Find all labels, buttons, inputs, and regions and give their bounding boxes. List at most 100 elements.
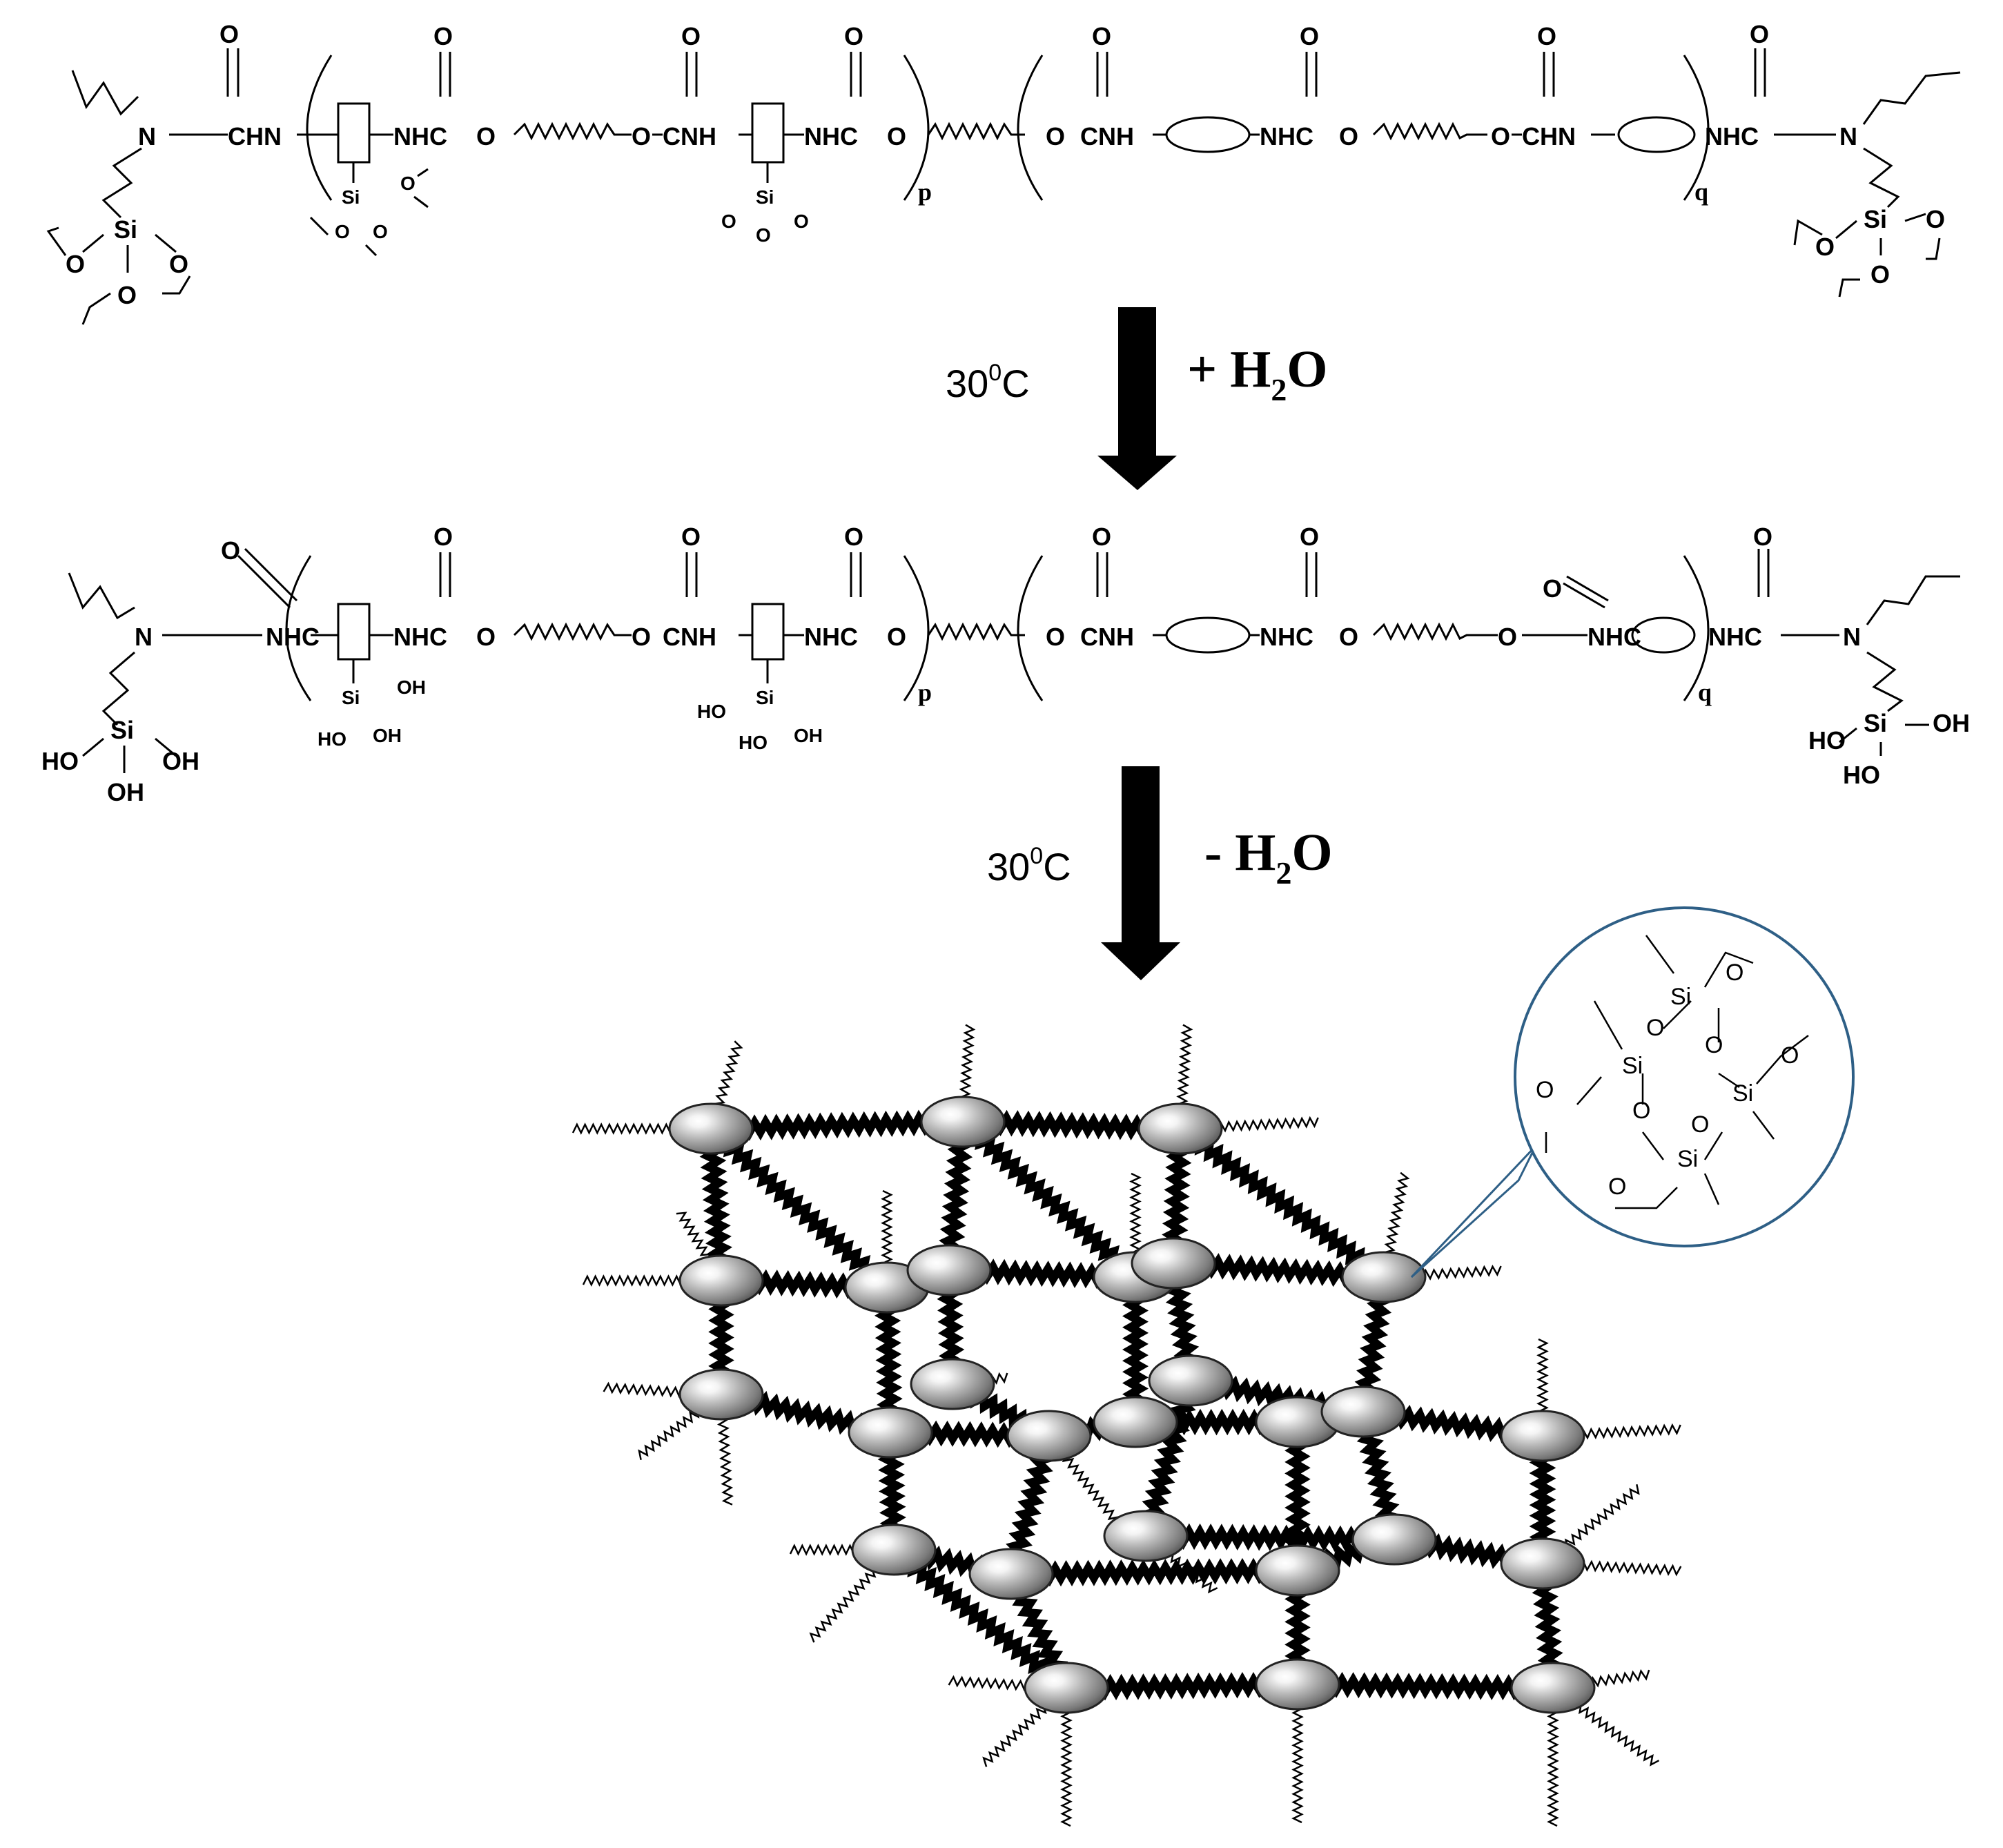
step1-temperature: 300C xyxy=(946,360,1030,405)
ho-pendant-1: HO xyxy=(317,728,346,750)
n-atom-right: N xyxy=(1839,122,1857,150)
o-carbonyl-r2-6: O xyxy=(1300,523,1319,551)
inset-o-2: O xyxy=(1646,1015,1664,1041)
o-ester-r2-6: O xyxy=(1498,623,1517,651)
network-link xyxy=(959,1118,1143,1283)
o-carbonyl-3: O xyxy=(681,22,701,50)
si-pendant-r2-2: Si xyxy=(756,687,774,708)
si-left: Si xyxy=(114,215,137,244)
siloxane-node xyxy=(906,1244,992,1296)
siloxane-node xyxy=(851,1524,937,1576)
ho-right-1: HO xyxy=(1808,726,1846,755)
chn-left: CHN xyxy=(228,122,282,150)
network-link xyxy=(1176,1124,1391,1285)
siloxane-node xyxy=(1131,1237,1216,1290)
siloxane-node xyxy=(848,1406,933,1459)
inset-o-1: O xyxy=(1726,960,1743,986)
oh-left-2: OH xyxy=(162,747,199,775)
network-link xyxy=(1007,1557,1302,1587)
arrow-head-1 xyxy=(1097,456,1177,490)
o-carbonyl-r2-2: O xyxy=(433,523,453,551)
o-pendant-6: O xyxy=(794,211,809,232)
siloxane-node xyxy=(1255,1544,1340,1597)
network-link xyxy=(707,1125,895,1294)
o-pendant-3: O xyxy=(373,221,388,242)
subscript-p-2: p xyxy=(918,679,932,706)
n-atom-left: N xyxy=(138,122,156,150)
chn-2: CHN xyxy=(1522,122,1576,150)
siloxane-node xyxy=(668,1102,754,1155)
oh-pendant-2: OH xyxy=(373,725,402,746)
o-ester-1: O xyxy=(476,122,496,150)
o-ester-r2-2: O xyxy=(632,623,651,651)
nhc-r2-2: NHC xyxy=(804,623,858,651)
inset-o-6: O xyxy=(1632,1098,1650,1124)
arrow-shaft-2 xyxy=(1122,766,1160,946)
subscript-q-2: q xyxy=(1698,679,1712,706)
ho-pendant-2: HO xyxy=(697,701,726,722)
siloxane-node xyxy=(1500,1537,1585,1590)
o-carbonyl-r2-3: O xyxy=(681,523,701,551)
condensation-step: 300C - H2O xyxy=(987,766,1333,980)
o-carbonyl-5: O xyxy=(1092,22,1111,50)
o-ester-r2-3: O xyxy=(887,623,906,651)
cnh-2: CNH xyxy=(1080,122,1134,150)
inset-si-4: Si xyxy=(1677,1146,1698,1172)
siloxane-node xyxy=(1137,1102,1223,1155)
nhc-r2-1: NHC xyxy=(393,623,447,651)
cnh-1: CNH xyxy=(663,122,716,150)
oh-right-1: OH xyxy=(1933,709,1970,737)
siloxane-node xyxy=(920,1096,1006,1148)
siloxane-node xyxy=(1093,1396,1178,1448)
o-carbonyl-7: O xyxy=(1537,22,1556,50)
n-atom-left-2: N xyxy=(135,623,153,651)
o-pendant-4: O xyxy=(721,211,736,232)
nhc-right: NHC xyxy=(1705,122,1759,150)
cnh-r2-2: CNH xyxy=(1080,623,1134,651)
network-nodes xyxy=(668,1096,1596,1714)
si-right-2: Si xyxy=(1864,709,1887,737)
o-ester-2: O xyxy=(632,122,651,150)
o-ethoxy-4: O xyxy=(1815,233,1835,261)
siloxane-node xyxy=(1320,1385,1406,1438)
o-ester-r2-1: O xyxy=(476,623,496,651)
network-link xyxy=(890,1546,1074,1695)
o-carbonyl-4: O xyxy=(844,22,863,50)
n-atom-right-2: N xyxy=(1843,623,1861,651)
o-carbonyl-r2-4: O xyxy=(844,523,863,551)
siloxane-node xyxy=(1024,1662,1109,1714)
o-ester-6: O xyxy=(1491,122,1510,150)
diisocyanate-ring-4 xyxy=(1631,616,1696,654)
o-carbonyl-r2-1: O xyxy=(221,536,240,565)
inset-o-8: O xyxy=(1608,1174,1626,1200)
siloxane-node xyxy=(1148,1354,1233,1407)
inset-si-1: Si xyxy=(1670,984,1691,1010)
siloxane-inset: Si Si Si Si O O O O O O O O xyxy=(1410,906,1855,1278)
subscript-q: q xyxy=(1694,178,1708,206)
inset-o-4: O xyxy=(1781,1042,1799,1069)
o-ethoxy-2: O xyxy=(169,250,188,278)
inset-o-7: O xyxy=(1691,1111,1709,1138)
o-ethoxy-1: O xyxy=(66,250,85,278)
si-left-2: Si xyxy=(110,716,134,744)
si-pendant-1: Si xyxy=(342,186,360,208)
o-carbonyl-6: O xyxy=(1300,22,1319,50)
o-ethoxy-6: O xyxy=(1870,260,1890,289)
arrow-head-2 xyxy=(1101,942,1180,980)
inset-o-3: O xyxy=(1705,1032,1723,1058)
hydrolysis-step: 300C + H2O xyxy=(946,307,1328,490)
siloxane-node xyxy=(1341,1251,1427,1303)
diisocyanate-ring-1 xyxy=(1165,116,1251,153)
siloxane-node xyxy=(1006,1410,1092,1462)
o-carbonyl-8: O xyxy=(1750,20,1769,48)
arrow-shaft-1 xyxy=(1118,307,1156,456)
o-ester-r2-5: O xyxy=(1339,623,1358,651)
oh-left-1: HO xyxy=(41,747,79,775)
siloxane-node xyxy=(968,1548,1054,1600)
inset-si-2: Si xyxy=(1622,1053,1643,1079)
carbonyl-o: O xyxy=(219,20,239,48)
o-ethoxy-3: O xyxy=(117,281,137,309)
siloxane-node xyxy=(1103,1510,1189,1562)
o-carbonyl-r2-8: O xyxy=(1753,523,1772,551)
